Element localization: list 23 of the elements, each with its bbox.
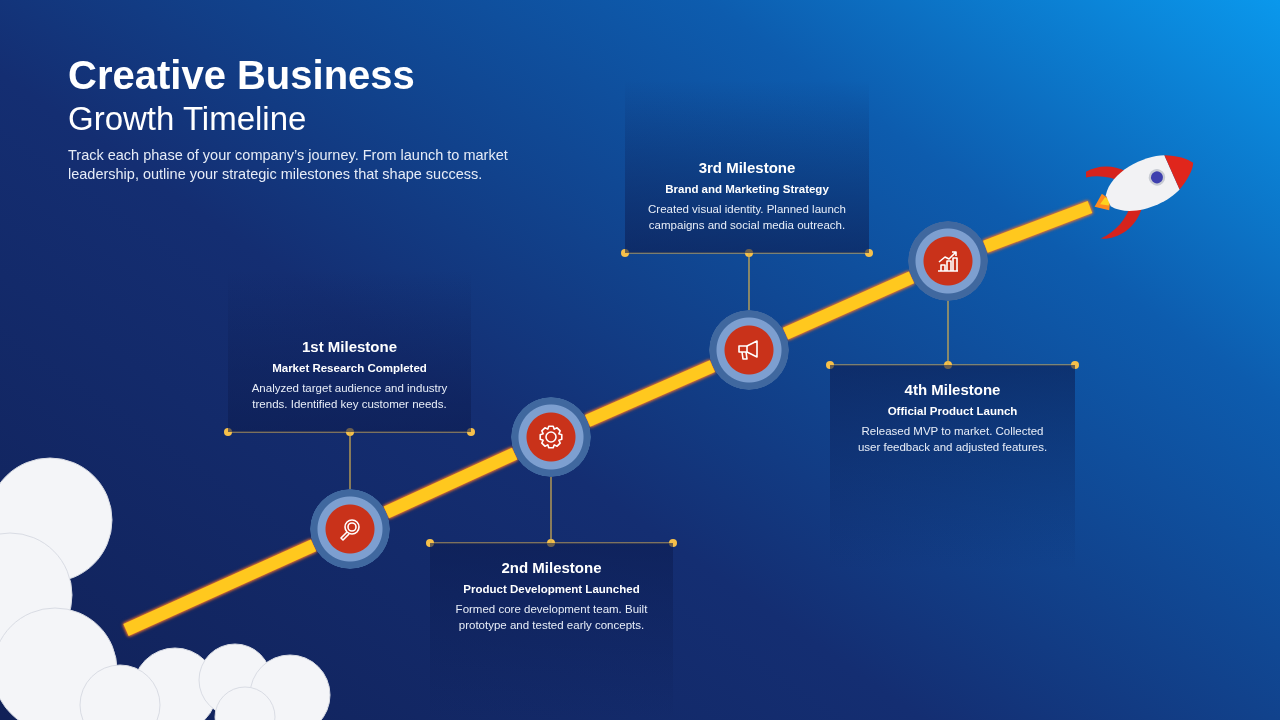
rocket-trail [983,200,1093,253]
leader-line [349,431,351,490]
milestone-subtitle: Market Research Completed [272,362,427,374]
milestone-description: Analyzed target audience and industry trends. Identified key customer needs. [250,381,449,412]
milestone-title: 3rd Milestone [698,159,796,176]
milestone-description: Created visual identity. Planned launch campaigns and social media outreach. [647,202,847,233]
description-text: Track each phase of your company’s journey. From launch to market leadership, outline your strategic milestones that shape success. [68,146,509,184]
milestone-title: 1st Milestone [302,338,397,355]
rocket-trail [782,271,915,340]
leader-line [947,300,949,366]
title: Creative Business Growth Timeline [68,52,415,139]
rocket-trail [383,447,518,519]
milestone-title: 2nd Milestone [501,559,602,576]
leader-line [748,252,750,311]
milestone-description: Formed core development team. Built prototype and tested early concepts. [454,602,649,633]
milestone-description: Released MVP to market. Collected user feedback and adjusted features. [856,424,1049,455]
milestone-title: 4th Milestone [904,381,1001,398]
milestone-subtitle: Official Product Launch [887,405,1018,417]
leader-line [550,476,552,544]
rocket-trail [123,539,317,636]
milestone-subtitle: Brand and Marketing Strategy [665,183,829,195]
milestone-subtitle: Product Development Launched [463,583,640,595]
rocket-trail [585,360,715,427]
